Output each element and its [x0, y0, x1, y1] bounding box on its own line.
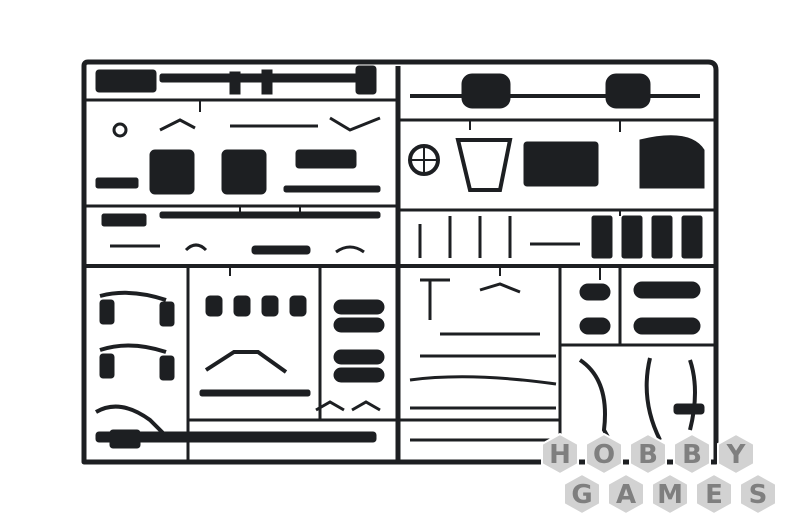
watermark-letter: E — [705, 480, 723, 510]
watermark-letter: G — [571, 480, 592, 510]
hobby-games-watermark: H O B B Y G A M E S — [541, 432, 777, 516]
watermark-letter: B — [638, 440, 658, 470]
watermark-letter: M — [657, 480, 683, 510]
sprue-frame — [81, 59, 719, 465]
watermark-letter: H — [549, 440, 571, 470]
sprue-gates — [199, 100, 621, 280]
watermark-letter: S — [749, 480, 768, 510]
watermark-letter: A — [616, 480, 636, 510]
watermark-letter: O — [593, 440, 615, 470]
sprue-parts — [94, 65, 705, 449]
watermark-letter: B — [682, 440, 702, 470]
watermark-letter: Y — [726, 440, 747, 470]
